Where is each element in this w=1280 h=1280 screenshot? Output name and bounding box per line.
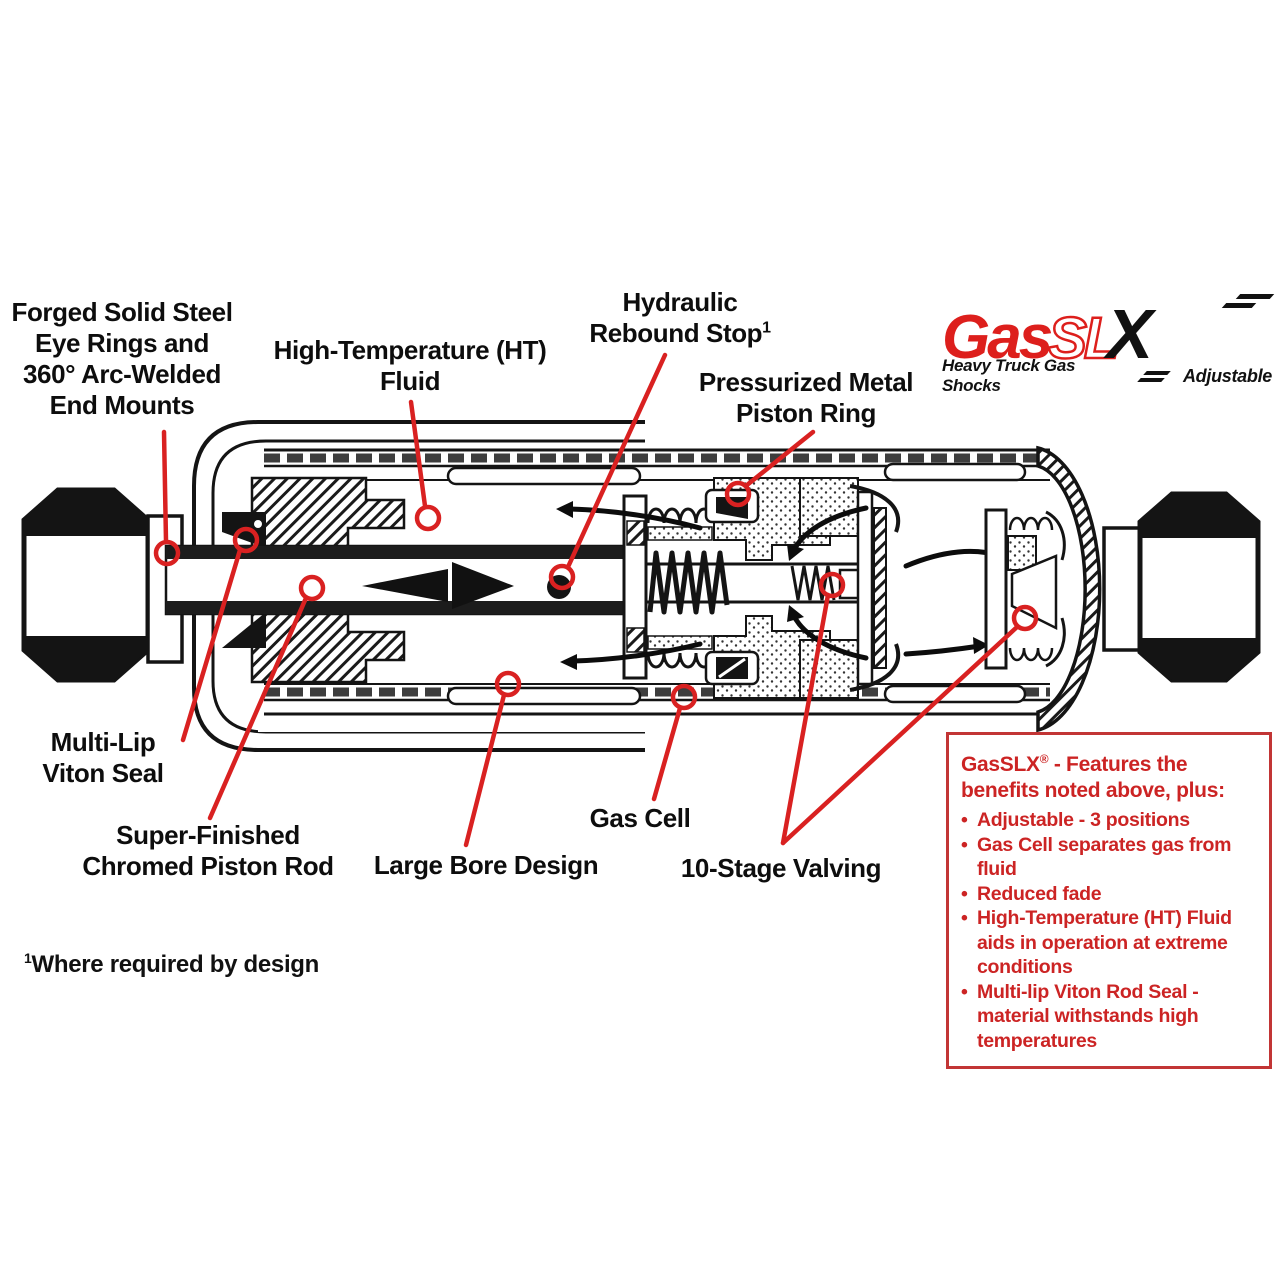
eye-mount-right [1137,491,1261,683]
callout-line-forged [161,429,169,544]
right-neck [1102,526,1142,652]
logo-adjustable-badge: Adjustable [1182,365,1272,386]
features-list: • Adjustable - 3 positions • Gas Cell sepa… [961,808,1257,1053]
piston-ring-seal-top [716,497,748,519]
features-title-colon: : [1218,779,1225,802]
logo-stripes-icon [1133,370,1171,382]
seat-hatch-bottom [626,627,645,653]
label-large-bore-design: Large Bore Design [373,850,599,880]
callout-line-super-finished [207,595,309,821]
callout-line-piston-ring [744,429,816,488]
callout-line-gas-cell [651,705,683,802]
label-ht-fluid: High-Temperature (HT) Fluid [273,335,547,396]
callout-lines [161,352,1020,848]
footnote-marker: 1 [24,950,32,966]
oil-flow-arrows [556,501,1009,670]
callout-circle-super-finished [298,574,326,602]
callout-line-ten-stage-a [780,592,831,846]
label-ten-stage-valving: 10-Stage Valving [680,853,882,883]
callout-line-large-bore [463,692,507,848]
label-forged-eye-rings: Forged Solid Steel Eye Rings and 360° Ar… [11,297,233,420]
feature-text: Multi-lip Viton Rod Seal - material with… [977,980,1199,1052]
feature-text: Adjustable - 3 positions [977,809,1190,831]
callout-line-multi-lip [180,547,243,743]
logo-sl-outline-text: SL [1047,305,1121,373]
bullet-icon: • [961,882,968,905]
bullet-icon: • [961,809,968,831]
bullet-icon: • [961,907,968,929]
logo-x-text: X [1106,295,1153,373]
label-pressurized-piston-ring: Pressurized Metal Piston Ring [698,367,914,428]
feature-text: Reduced fade [977,882,1102,905]
footnote-text: Where required by design [31,951,320,978]
seal-detail-dot [252,518,264,530]
label-super-finished-rod: Super-Finished Chromed Piston Rod [82,820,334,881]
callout-circle-gas-cell [670,683,698,711]
feature-item: • Reduced fade [961,882,1257,907]
features-title: GasSLX® - Features the benefits noted ab… [961,746,1257,804]
bullet-icon: • [961,833,968,856]
features-title-mid: - Features the benefits noted above, [961,753,1188,802]
callout-circle-ht-fluid [414,504,442,532]
label-multi-lip-viton-seal: Multi-Lip Viton Seal [42,727,164,788]
features-brand: GasSLX [961,753,1040,776]
callout-circle-large-bore [494,670,522,698]
callout-line-ten-stage-b [780,624,1020,846]
callout-circle-rebound-stop [548,563,576,591]
end-cap-dome [1036,445,1102,733]
registered-mark: ® [1039,752,1049,766]
label-gas-cell: Gas Cell [589,803,691,833]
callout-circle-forged [153,539,181,567]
label-rebound-text: Hydraulic Rebound Stop [589,287,763,348]
lower-seal-wedge [222,612,266,648]
features-box: GasSLX® - Features the benefits noted ab… [946,732,1272,1069]
logo-slash-marks [1221,294,1275,308]
callout-line-ht-fluid [408,399,428,509]
callout-circle-ten-stage-base [1011,604,1039,632]
seat-hatch-top [626,520,645,546]
bullet-icon: • [961,980,968,1003]
feature-item: • High-Temperature (HT) Fluid aids in ope… [961,906,1257,980]
logo-tagline: Heavy Truck Gas Shocks [942,356,1076,395]
feature-item: • Gas Cell separates gas from fluid [961,833,1257,882]
callout-circle-piston-ring [724,480,752,508]
feature-text: High-Temperature (HT) Fluid aids in oper… [977,907,1232,978]
footnote: 1Where required by design [24,950,319,979]
gasslx-logo: Gas SL X Heavy Truck Gas Shocks Adjustab… [942,294,1275,395]
feature-item: • Multi-lip Viton Rod Seal - material wit… [961,980,1257,1054]
callout-circle-ten-stage-piston [818,571,846,599]
rebound-footnote-marker: 1 [762,319,771,337]
eye-mount-left [21,487,151,683]
callout-circles [153,480,1039,711]
callout-line-rebound-stop [565,352,668,570]
rod-direction-arrow [362,569,448,602]
base-valve [984,508,1066,670]
logo-gas-text: Gas [942,303,1053,372]
coil-spring [647,550,730,615]
feature-item: • Adjustable - 3 positions [961,808,1257,833]
label-hydraulic-rebound-stop: Hydraulic Rebound Stop1 [555,287,805,349]
features-title-plus: plus [1176,779,1219,802]
feature-text: Gas Cell separates gas from fluid [977,833,1232,881]
callout-circle-multi-lip [232,526,260,554]
